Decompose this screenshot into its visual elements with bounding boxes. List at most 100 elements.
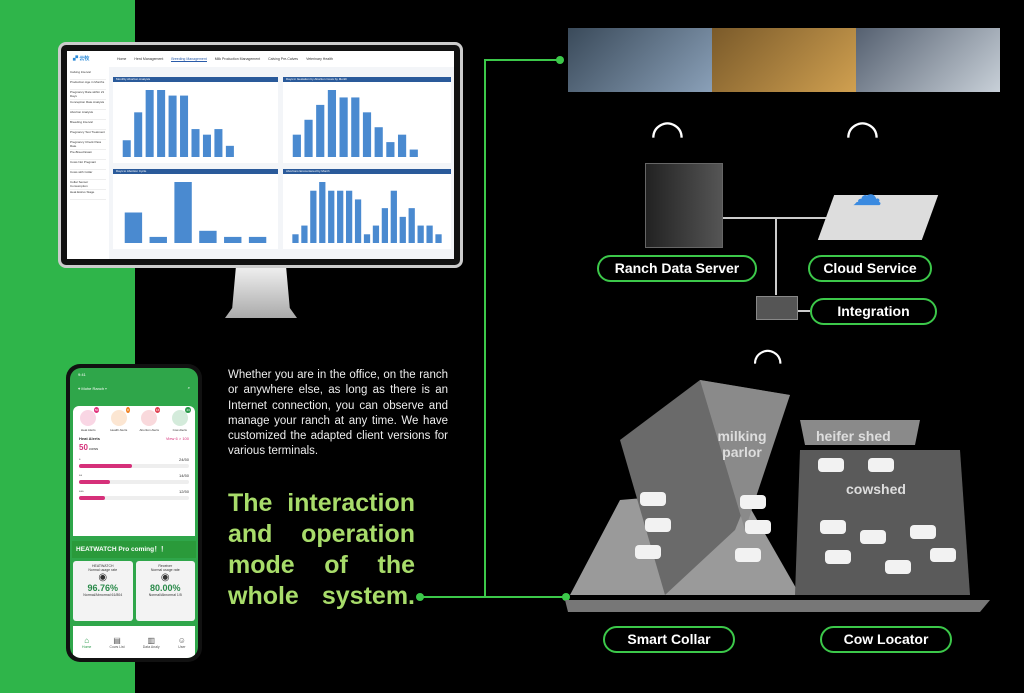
stat-ratio: 61/804 — [111, 593, 123, 597]
chart-bar — [397, 134, 407, 157]
alert-icon: 16 — [141, 407, 161, 426]
chart-panel: Days in Gestation by Abortion Cows by Mo… — [283, 77, 451, 163]
device-icon: ◉ — [98, 572, 108, 583]
chart-bar — [292, 134, 301, 157]
tab-icon: ▤ — [113, 635, 121, 645]
sidebar-item[interactable]: Cows with Collar — [70, 170, 106, 180]
device-icon: ◉ — [160, 572, 170, 583]
chart-bar — [435, 234, 442, 243]
app-logo: ▞ 云牧 — [73, 56, 90, 62]
level-row: ** 14/50 — [73, 470, 195, 478]
alert-label: Cow Alerts — [172, 428, 187, 432]
stat-foot: Normal/Abnormal 61/804 — [83, 593, 123, 597]
nav-item[interactable]: Veterinary Health — [306, 57, 333, 61]
level-progress-bar — [79, 464, 189, 468]
chart-bar — [149, 236, 167, 243]
sidebar-item[interactable]: Cows Not Pregnant — [70, 160, 106, 170]
stat-name: Receiver — [158, 564, 173, 568]
alert-label: Health Alerts — [110, 428, 128, 432]
tab-home[interactable]: ⌂Home — [82, 636, 91, 649]
chart-bar — [390, 190, 397, 243]
nav-item[interactable]: Breeding Management — [171, 56, 207, 62]
nav-item[interactable]: Herd Management — [134, 57, 164, 61]
level-stars: ** — [79, 473, 83, 478]
nav-item[interactable]: Milk Production Management — [214, 57, 261, 61]
view-all-link[interactable]: View 6 > 100 — [165, 436, 189, 441]
label-smart-collar: Smart Collar — [603, 626, 735, 653]
sidebar-item[interactable]: Conception Rate Analysis — [70, 100, 106, 110]
chart-panel: Days to Abortion Cycle — [113, 169, 278, 249]
level-progress-bar — [79, 480, 189, 484]
status-time: 9:41 — [78, 372, 86, 377]
top-nav: Home Herd Management Breeding Management Mi… — [67, 51, 454, 67]
tab-data-analy[interactable]: ▥Data Analy — [143, 636, 160, 649]
label-cowshed: cowshed — [846, 481, 906, 497]
cow-icon — [635, 545, 661, 559]
tab-user[interactable]: ☺User — [178, 636, 186, 649]
tab-icon: ▥ — [147, 635, 155, 645]
cow-icon — [885, 560, 911, 574]
chart-bar — [134, 112, 143, 157]
nav-item[interactable]: Calving Pre-Calves — [268, 57, 299, 61]
cow-icon — [860, 530, 886, 544]
sidebar-item[interactable]: Pregnancy Rate within 21 Days — [70, 90, 106, 100]
cow-icon — [818, 458, 844, 472]
alert-label: Abortion Alerts — [139, 428, 159, 432]
sidebar-item[interactable]: Pregnancy Test Treatment — [70, 130, 106, 140]
tab-icon: ☺ — [177, 635, 186, 645]
stat-foot: Normal/Abnormal 1/5 — [148, 593, 182, 597]
search-icon[interactable]: ⌕ — [187, 385, 190, 390]
cow-icon — [820, 520, 846, 534]
chart-bar — [174, 182, 192, 243]
level-row: *24/50 — [73, 454, 195, 462]
tab-label: Cows List — [109, 644, 125, 649]
panel-title: Days to Abortion Cycle — [113, 169, 278, 174]
cow-icon — [740, 495, 766, 509]
chart-bar — [157, 90, 166, 157]
tab-icon: ⌂ — [84, 635, 90, 645]
cow-icon — [735, 548, 761, 562]
chart-bar — [224, 236, 242, 243]
sidebar-item[interactable]: Pre-Breed Exam — [70, 150, 106, 160]
chart-bar — [408, 208, 415, 243]
heat-alerts-title: Heat Alerts — [79, 436, 100, 441]
chart-bar — [124, 212, 143, 243]
sidebar-item[interactable]: Heat Estrus Stage — [70, 190, 106, 200]
cow-icon — [868, 458, 894, 472]
panel-title: Monthly Abortion Analysis — [113, 77, 278, 82]
wifi-icon: ◠ — [845, 113, 880, 157]
panel-title: Abortions Encountered by Month — [283, 169, 451, 174]
sidebar-item[interactable]: Breeding Interval — [70, 120, 106, 130]
chart-bar — [122, 140, 131, 157]
tab-cows-list[interactable]: ▤Cows List — [109, 636, 124, 649]
ranch-selector[interactable]: ⌖ Mohe Ranch ▾ — [78, 386, 107, 391]
label-milking-parlor: milking parlor — [717, 428, 767, 460]
sidebar-item[interactable]: Production Age in Months — [70, 80, 106, 90]
sidebar-item[interactable]: Abortion Analysis — [70, 110, 106, 120]
tab-label: User — [178, 644, 186, 649]
chart-bar — [180, 95, 189, 157]
chart-bar — [327, 90, 337, 157]
nav-item[interactable]: Home — [117, 57, 127, 61]
sidebar-item[interactable]: Calving Interval — [70, 70, 106, 80]
sidebar-item[interactable]: Collar Sensor Consumption — [70, 180, 106, 190]
sidebar-item[interactable]: Pregnancy Check Pass Rate — [70, 140, 106, 150]
level-value: 14/50 — [178, 473, 189, 478]
level-progress-bar — [79, 496, 189, 500]
ranch-name: Mohe Ranch — [81, 386, 105, 391]
chart-bar — [363, 234, 371, 243]
chart-panel: Abortions Encountered by Month — [283, 169, 451, 249]
chart-bar — [168, 95, 177, 157]
alert-label: Heat Alerts — [80, 428, 96, 432]
chart-bar — [339, 97, 348, 157]
level-stars: * — [79, 457, 81, 462]
chart-bar — [316, 104, 325, 157]
cow-icon — [745, 520, 771, 534]
promo-banner[interactable]: HEATWATCH Pro coming！！ — [72, 541, 196, 558]
wifi-icon: ◠ — [752, 340, 784, 381]
